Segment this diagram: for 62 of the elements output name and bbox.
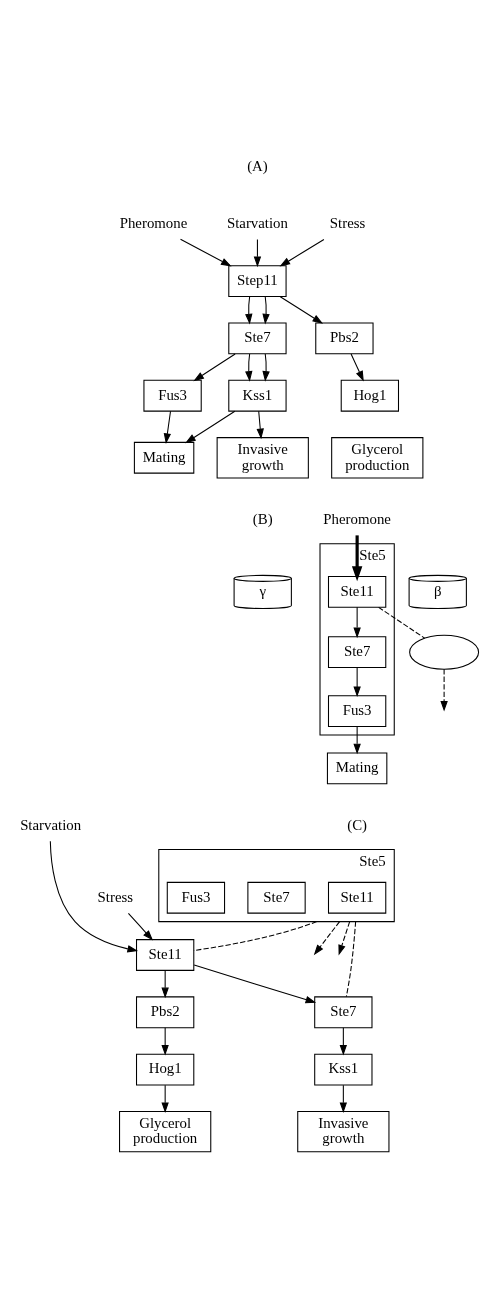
arrow (185, 410, 236, 444)
arrow (256, 410, 264, 440)
arrow (262, 353, 270, 382)
node-box: Ste7 (327, 636, 387, 669)
label: (C) (347, 816, 368, 833)
label: (A) (247, 157, 268, 174)
arrow (245, 296, 253, 325)
arrow (353, 606, 361, 639)
node-box: Pbs2 (315, 322, 374, 355)
arrow (163, 410, 172, 444)
node-box: Fus3 (143, 379, 202, 412)
arrow (161, 970, 169, 999)
arrow (313, 921, 341, 956)
node-box: Ste7 (247, 881, 306, 914)
arrow (193, 353, 236, 382)
connector (193, 921, 318, 951)
arrow (279, 296, 324, 324)
label: (B) (252, 510, 273, 527)
node-box: Glycerol production (331, 437, 424, 479)
arrow (440, 668, 448, 712)
node-box: Ste7 (314, 996, 373, 1029)
node-text: Starvation (226, 214, 288, 231)
connector (378, 606, 426, 639)
node-box: Kss1 (314, 1053, 373, 1086)
arrow (338, 921, 351, 956)
node-box: Invasive growth (297, 1110, 390, 1153)
connector (345, 921, 357, 998)
node-box: Invasive growth (216, 437, 309, 479)
node-box: Hog1 (136, 1053, 195, 1086)
arrow (351, 535, 363, 582)
arrow (353, 726, 361, 755)
node-box: Step11 (228, 265, 287, 298)
arrow (127, 912, 154, 941)
node-box: Mating (133, 441, 195, 474)
node-box: Fus3 (327, 695, 387, 727)
arrow (350, 353, 364, 382)
arrow (193, 964, 317, 1004)
node-box: Glycerol production (119, 1110, 212, 1153)
arrow (253, 238, 262, 268)
arrow (262, 296, 270, 325)
node-box: Fus3 (166, 881, 226, 914)
node-box: Ste11 (327, 576, 387, 608)
arrow (161, 1027, 169, 1056)
node-text: Stress (329, 214, 366, 231)
arrow (245, 353, 253, 382)
node-box: Ste7 (228, 322, 287, 355)
arrow (353, 667, 361, 698)
node-box: Ste11 (136, 939, 195, 971)
arrow (49, 840, 139, 953)
node-circle (409, 634, 480, 670)
node-text: Pheromone (323, 510, 391, 527)
node-box: Kss1 (228, 379, 287, 412)
node-box: Pbs2 (136, 996, 195, 1029)
node-box: Mating (326, 752, 388, 785)
node-box: Hog1 (340, 379, 400, 412)
node-text: Pheromone (119, 214, 188, 231)
arrow (279, 238, 325, 267)
node-text: Stress (97, 888, 134, 905)
node-box: Ste11 (327, 881, 387, 914)
arrow (180, 238, 232, 267)
node-text: Starvation (20, 816, 82, 833)
arrow (339, 1027, 348, 1056)
